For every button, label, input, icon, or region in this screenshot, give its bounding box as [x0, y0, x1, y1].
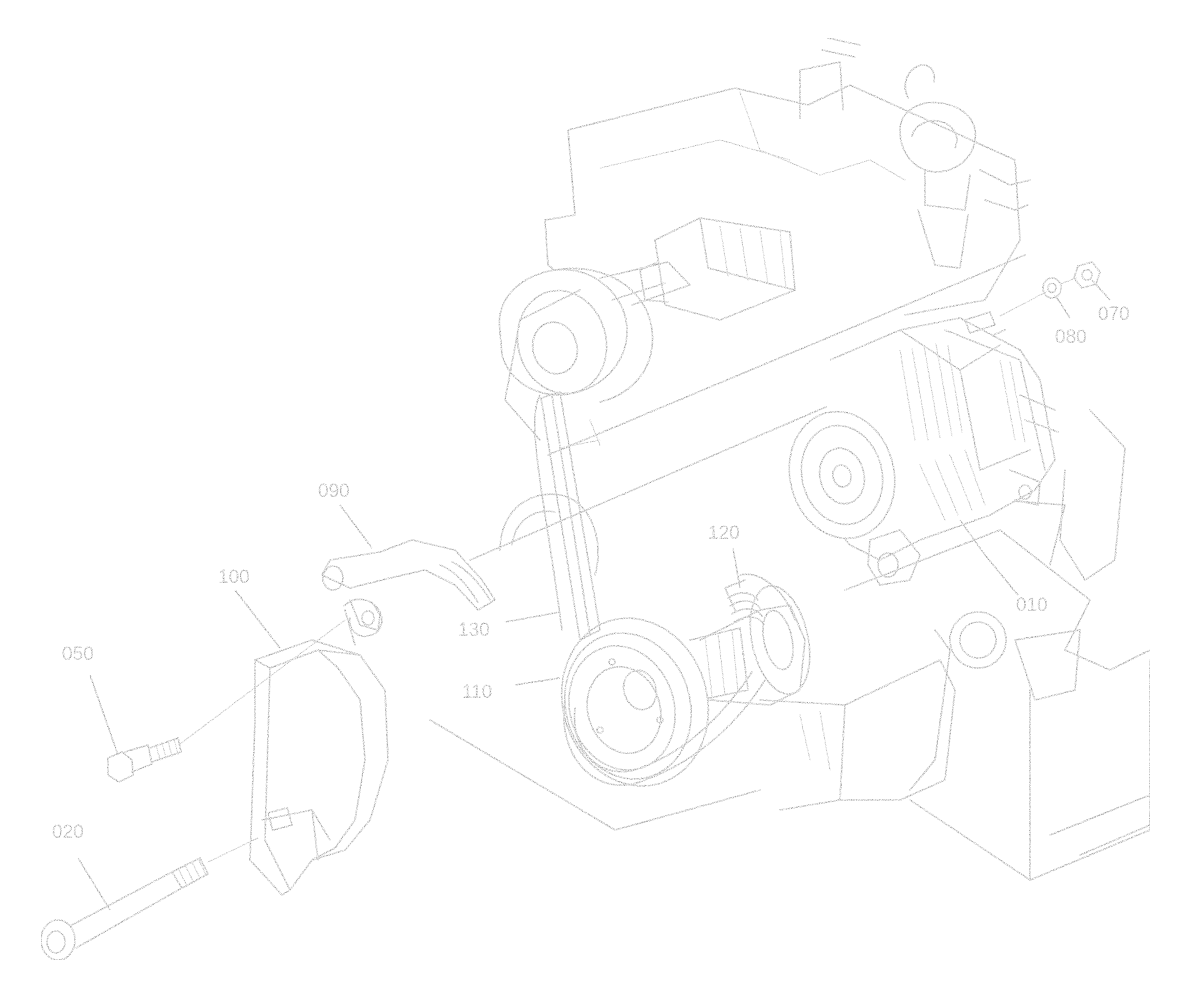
callout-070: 070	[1098, 304, 1130, 325]
callout-080: 080	[1055, 327, 1087, 348]
short-bolt	[107, 737, 182, 783]
callout-010: 010	[1016, 595, 1048, 616]
adjusting-bracket	[321, 539, 496, 631]
long-bolt	[40, 857, 209, 961]
callout-020: 020	[52, 822, 84, 843]
callout-110: 110	[462, 682, 492, 703]
crankshaft-pulley	[499, 493, 811, 787]
callout-labels: 010 020 050 070 080 090 100 110 120 130	[52, 304, 1130, 843]
alternator	[788, 311, 1059, 586]
washer	[1042, 277, 1062, 299]
callout-050: 050	[62, 644, 94, 665]
fan-belt	[533, 391, 766, 786]
leader-lines	[77, 279, 1111, 911]
engine-block	[429, 37, 1151, 881]
callout-090: 090	[318, 481, 350, 502]
callout-100: 100	[218, 567, 250, 588]
callout-130: 130	[458, 620, 490, 641]
belt-cover	[249, 598, 389, 896]
spring	[724, 579, 765, 625]
fan-pulley	[498, 261, 691, 403]
callout-120: 120	[708, 523, 740, 544]
